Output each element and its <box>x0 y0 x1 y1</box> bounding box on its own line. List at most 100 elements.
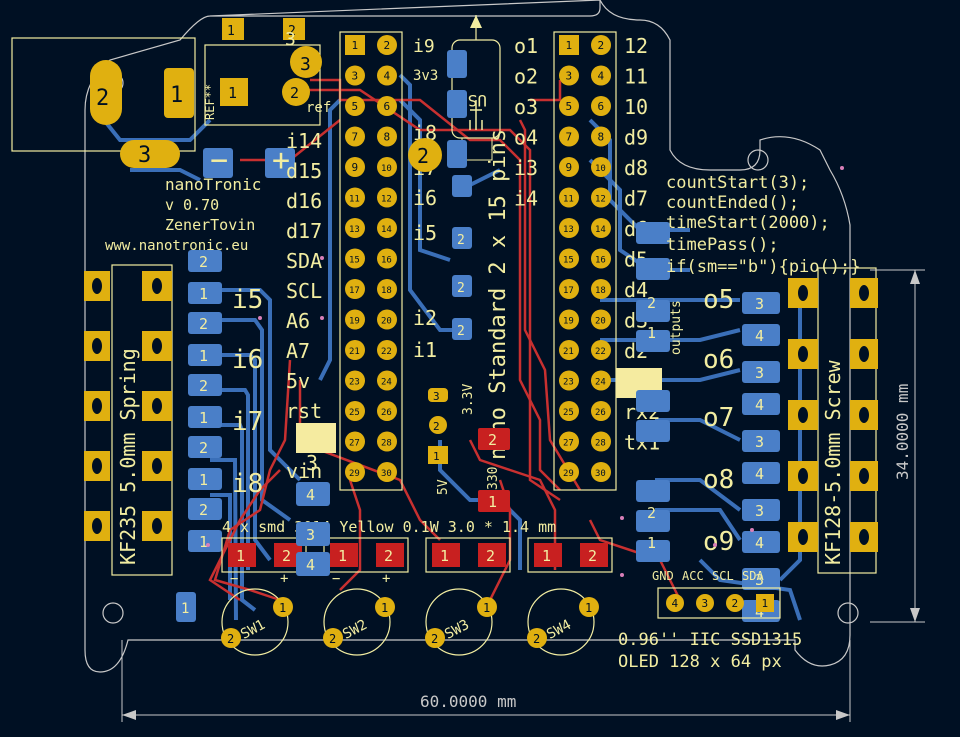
dimension-height-label: 34.0000 mm <box>893 384 912 480</box>
power-pads: − + <box>203 143 295 178</box>
led-pad <box>330 543 358 567</box>
oled-line-1: 0.96'' IIC SSD1315 <box>618 630 802 650</box>
smd-pad-number: 1 <box>199 409 208 427</box>
misc-pad-1 <box>176 592 196 622</box>
header-pin <box>345 157 365 177</box>
right-header-left-label: o1 <box>514 34 538 58</box>
smd-pad-number: 3 <box>755 364 764 382</box>
oled-pin-label: ACC <box>682 569 704 583</box>
header-pin <box>345 96 365 116</box>
header-pin <box>591 279 611 299</box>
switch-pin <box>323 628 343 648</box>
right-header-right-label: d4 <box>624 278 648 302</box>
right-terminal: KF128-5.0mm Screw <box>788 267 878 574</box>
left-header-label: d15 <box>286 159 322 183</box>
header-pin <box>377 309 397 330</box>
terminal-hole <box>92 278 102 294</box>
header-pin <box>559 157 579 177</box>
input-labels: i5 i6 i7 i8 <box>232 285 263 499</box>
header-pin <box>345 35 365 55</box>
terminal-hole <box>798 285 808 301</box>
header-pin-number: 13 <box>563 225 574 235</box>
terminal-hole <box>798 346 808 362</box>
left-header-label: 3 <box>306 451 318 475</box>
header-pin-number: 14 <box>595 225 606 235</box>
header-pin <box>591 309 611 330</box>
output-smd-num: 1 <box>647 534 656 552</box>
dimension-width: 60.0000 mm <box>121 640 851 722</box>
header-pin-number: 27 <box>349 439 360 449</box>
right-header-right-label: 11 <box>624 65 648 89</box>
led-pad <box>534 543 562 567</box>
oled-pin <box>666 594 684 612</box>
header-pin <box>591 35 611 55</box>
header-pin <box>559 96 579 116</box>
smd-pad-number: 4 <box>755 396 764 414</box>
header-pin <box>377 218 397 238</box>
header-pin-number: 1 <box>352 39 359 52</box>
smd-pad-number: 1 <box>199 533 208 551</box>
output-label-o9: o9 <box>703 527 734 557</box>
header-pin-number: 19 <box>563 317 574 327</box>
led-pad <box>376 543 404 567</box>
header-pin <box>345 248 365 269</box>
header-pin <box>559 340 579 360</box>
oled-pin <box>696 594 714 612</box>
header-pin-number: 3 <box>352 70 359 83</box>
header-pin-number: 6 <box>384 100 391 113</box>
header-pin <box>345 65 365 86</box>
ref-module: 1 2 1 2 3 3 REF** ref <box>203 18 331 126</box>
terminal-hole <box>152 458 162 474</box>
smd-pad <box>742 462 780 484</box>
header-pin <box>591 218 611 238</box>
left-header-label: i14 <box>286 129 322 153</box>
smd-pad <box>188 250 222 272</box>
switch-pin-number: 2 <box>533 632 540 646</box>
oled-pin <box>756 594 774 612</box>
mount-hole <box>837 602 859 624</box>
switch-pin <box>477 597 497 617</box>
led-outline <box>527 537 613 573</box>
header-pin-number: 28 <box>595 439 606 449</box>
header-pin <box>559 370 579 391</box>
ref-top-pin-1: 1 <box>227 24 235 39</box>
header-pin <box>559 462 579 482</box>
header-pin <box>377 96 397 116</box>
left-terminal-label: KF235 5.0mm Spring <box>116 348 140 565</box>
left-header-right-label: 3v3 <box>413 68 438 84</box>
center-smd-pad <box>452 175 472 197</box>
dimension-height: 34.0000 mm <box>870 269 925 623</box>
header-pin-number: 26 <box>381 408 392 418</box>
header-pin-number: 15 <box>563 256 574 266</box>
dc-pin-2: 2 <box>96 86 109 111</box>
header-pin-number: 15 <box>349 256 360 266</box>
header-pin-number: 9 <box>566 161 573 174</box>
header-pin <box>345 279 365 299</box>
dc-pin-1: 1 <box>170 83 183 108</box>
header-pin-number: 16 <box>595 256 606 266</box>
header-pin-number: 4 <box>384 70 391 83</box>
header-pin-number: 4 <box>598 70 605 83</box>
header-pin <box>559 65 579 86</box>
ref-designator: REF** <box>203 84 217 120</box>
led-pad-number: 2 <box>384 547 393 565</box>
switch-outline <box>425 588 493 656</box>
smd-pad <box>742 393 780 415</box>
switch-outline <box>527 588 595 656</box>
header-pin <box>345 401 365 421</box>
left-header-right-label: i1 <box>413 338 437 362</box>
terminal-hole <box>152 278 162 294</box>
right-terminal-label: KF128-5.0mm Screw <box>821 359 845 565</box>
terminal-hole <box>92 398 102 414</box>
smd-pad <box>188 282 222 304</box>
header-pin <box>377 187 397 208</box>
header-pin-number: 20 <box>595 317 606 327</box>
header-pin-number: 18 <box>595 286 606 296</box>
smd-pad <box>188 530 222 552</box>
input-label-i8: i8 <box>232 469 263 499</box>
header-pin <box>591 248 611 269</box>
board-info: nanoTronic v 0.70 ZenerTovin www.nanotro… <box>105 175 261 254</box>
smd-pad <box>188 436 222 458</box>
switch-outline <box>323 588 391 656</box>
